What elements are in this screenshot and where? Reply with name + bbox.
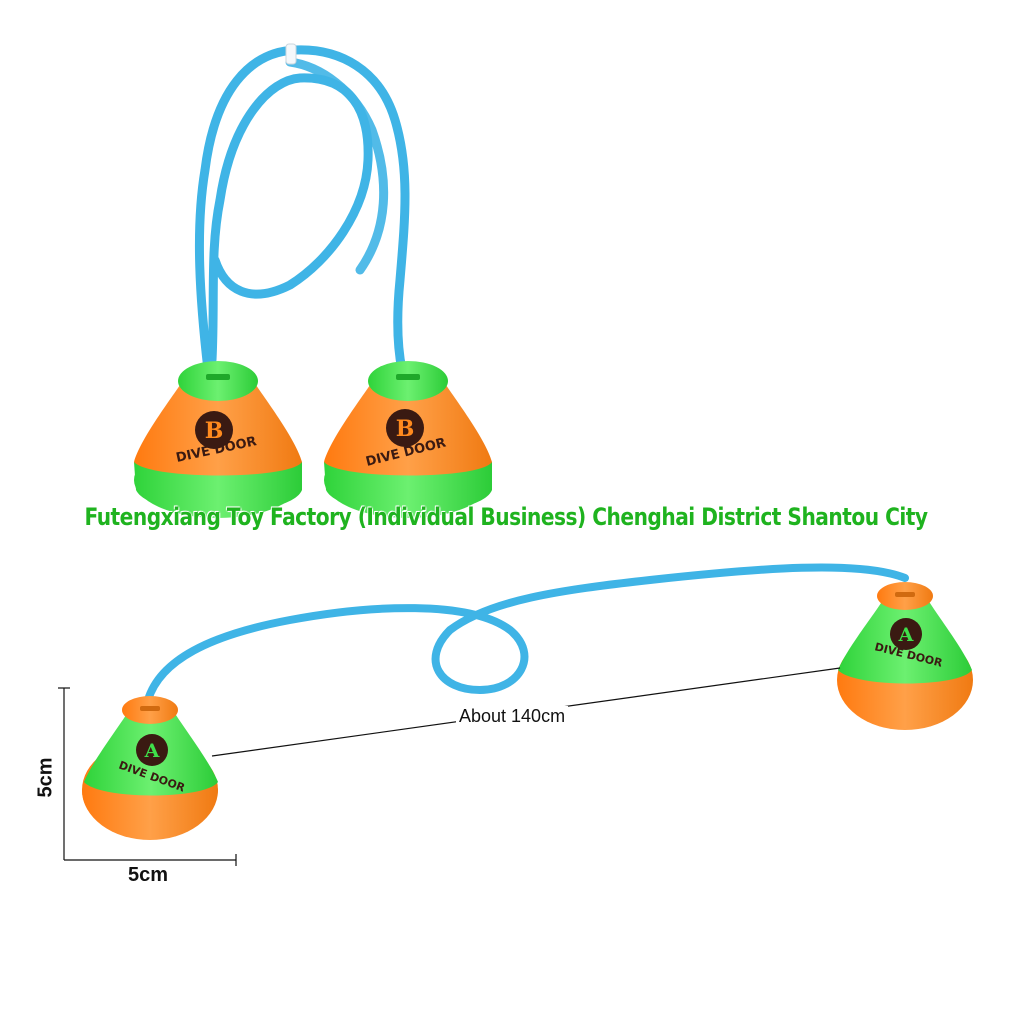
weight-letter-b: B	[205, 418, 224, 444]
width-label: 5cm	[128, 864, 169, 886]
weight-b-right	[324, 361, 492, 518]
rope-length-label: About 140cm	[456, 706, 569, 727]
rope-top	[194, 45, 410, 375]
height-label: 5cm	[34, 757, 57, 798]
watermark-text: Futengxiang Toy Factory (Individual Busi…	[84, 503, 928, 531]
weight-a-left	[82, 696, 218, 840]
rope-tie	[285, 43, 297, 65]
rope-bottom	[144, 563, 909, 704]
weight-a-right	[837, 582, 973, 730]
weight-letter-b: B	[396, 416, 415, 442]
width-dimension-line	[64, 854, 237, 866]
weight-letter-a: A	[898, 624, 914, 646]
height-dimension-line	[58, 687, 70, 860]
weight-letter-a: A	[144, 740, 160, 762]
weight-b-left	[134, 361, 302, 518]
